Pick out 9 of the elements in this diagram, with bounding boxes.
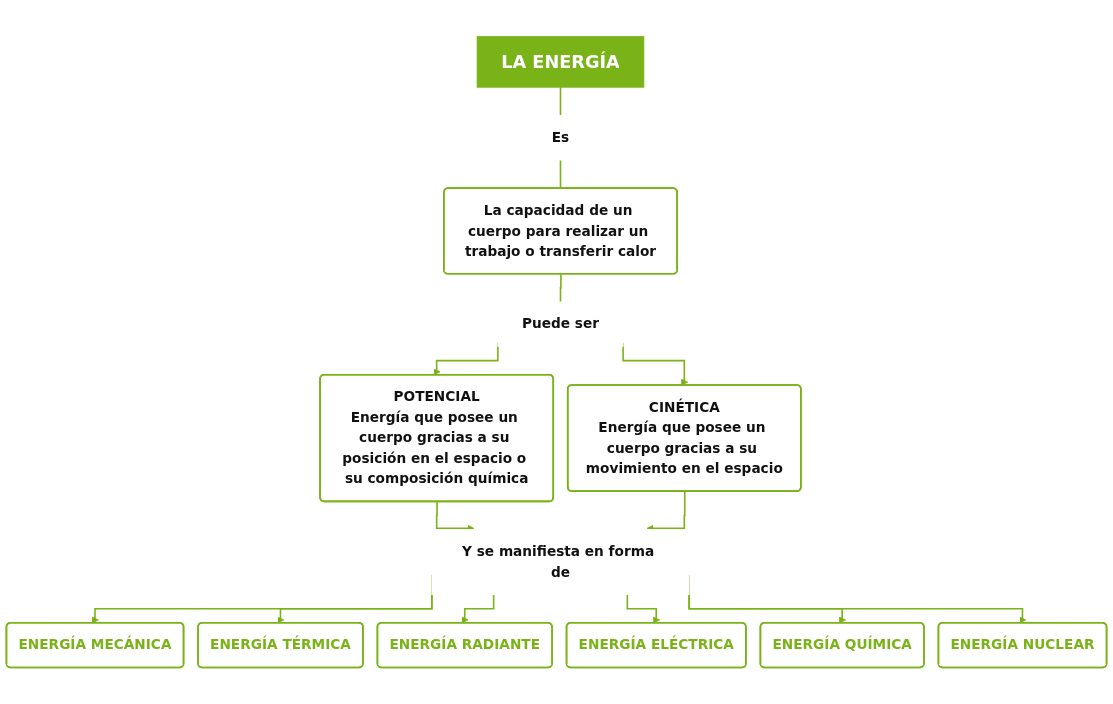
connector	[559, 159, 562, 190]
connector	[559, 273, 562, 303]
arrow	[626, 593, 661, 624]
node-text: Es	[551, 129, 570, 146]
arrow	[461, 593, 495, 624]
node-box: LA ENERGÍA	[476, 36, 645, 88]
connector	[559, 86, 562, 117]
arrow	[646, 490, 686, 532]
node-text: Puede ser	[521, 315, 599, 332]
